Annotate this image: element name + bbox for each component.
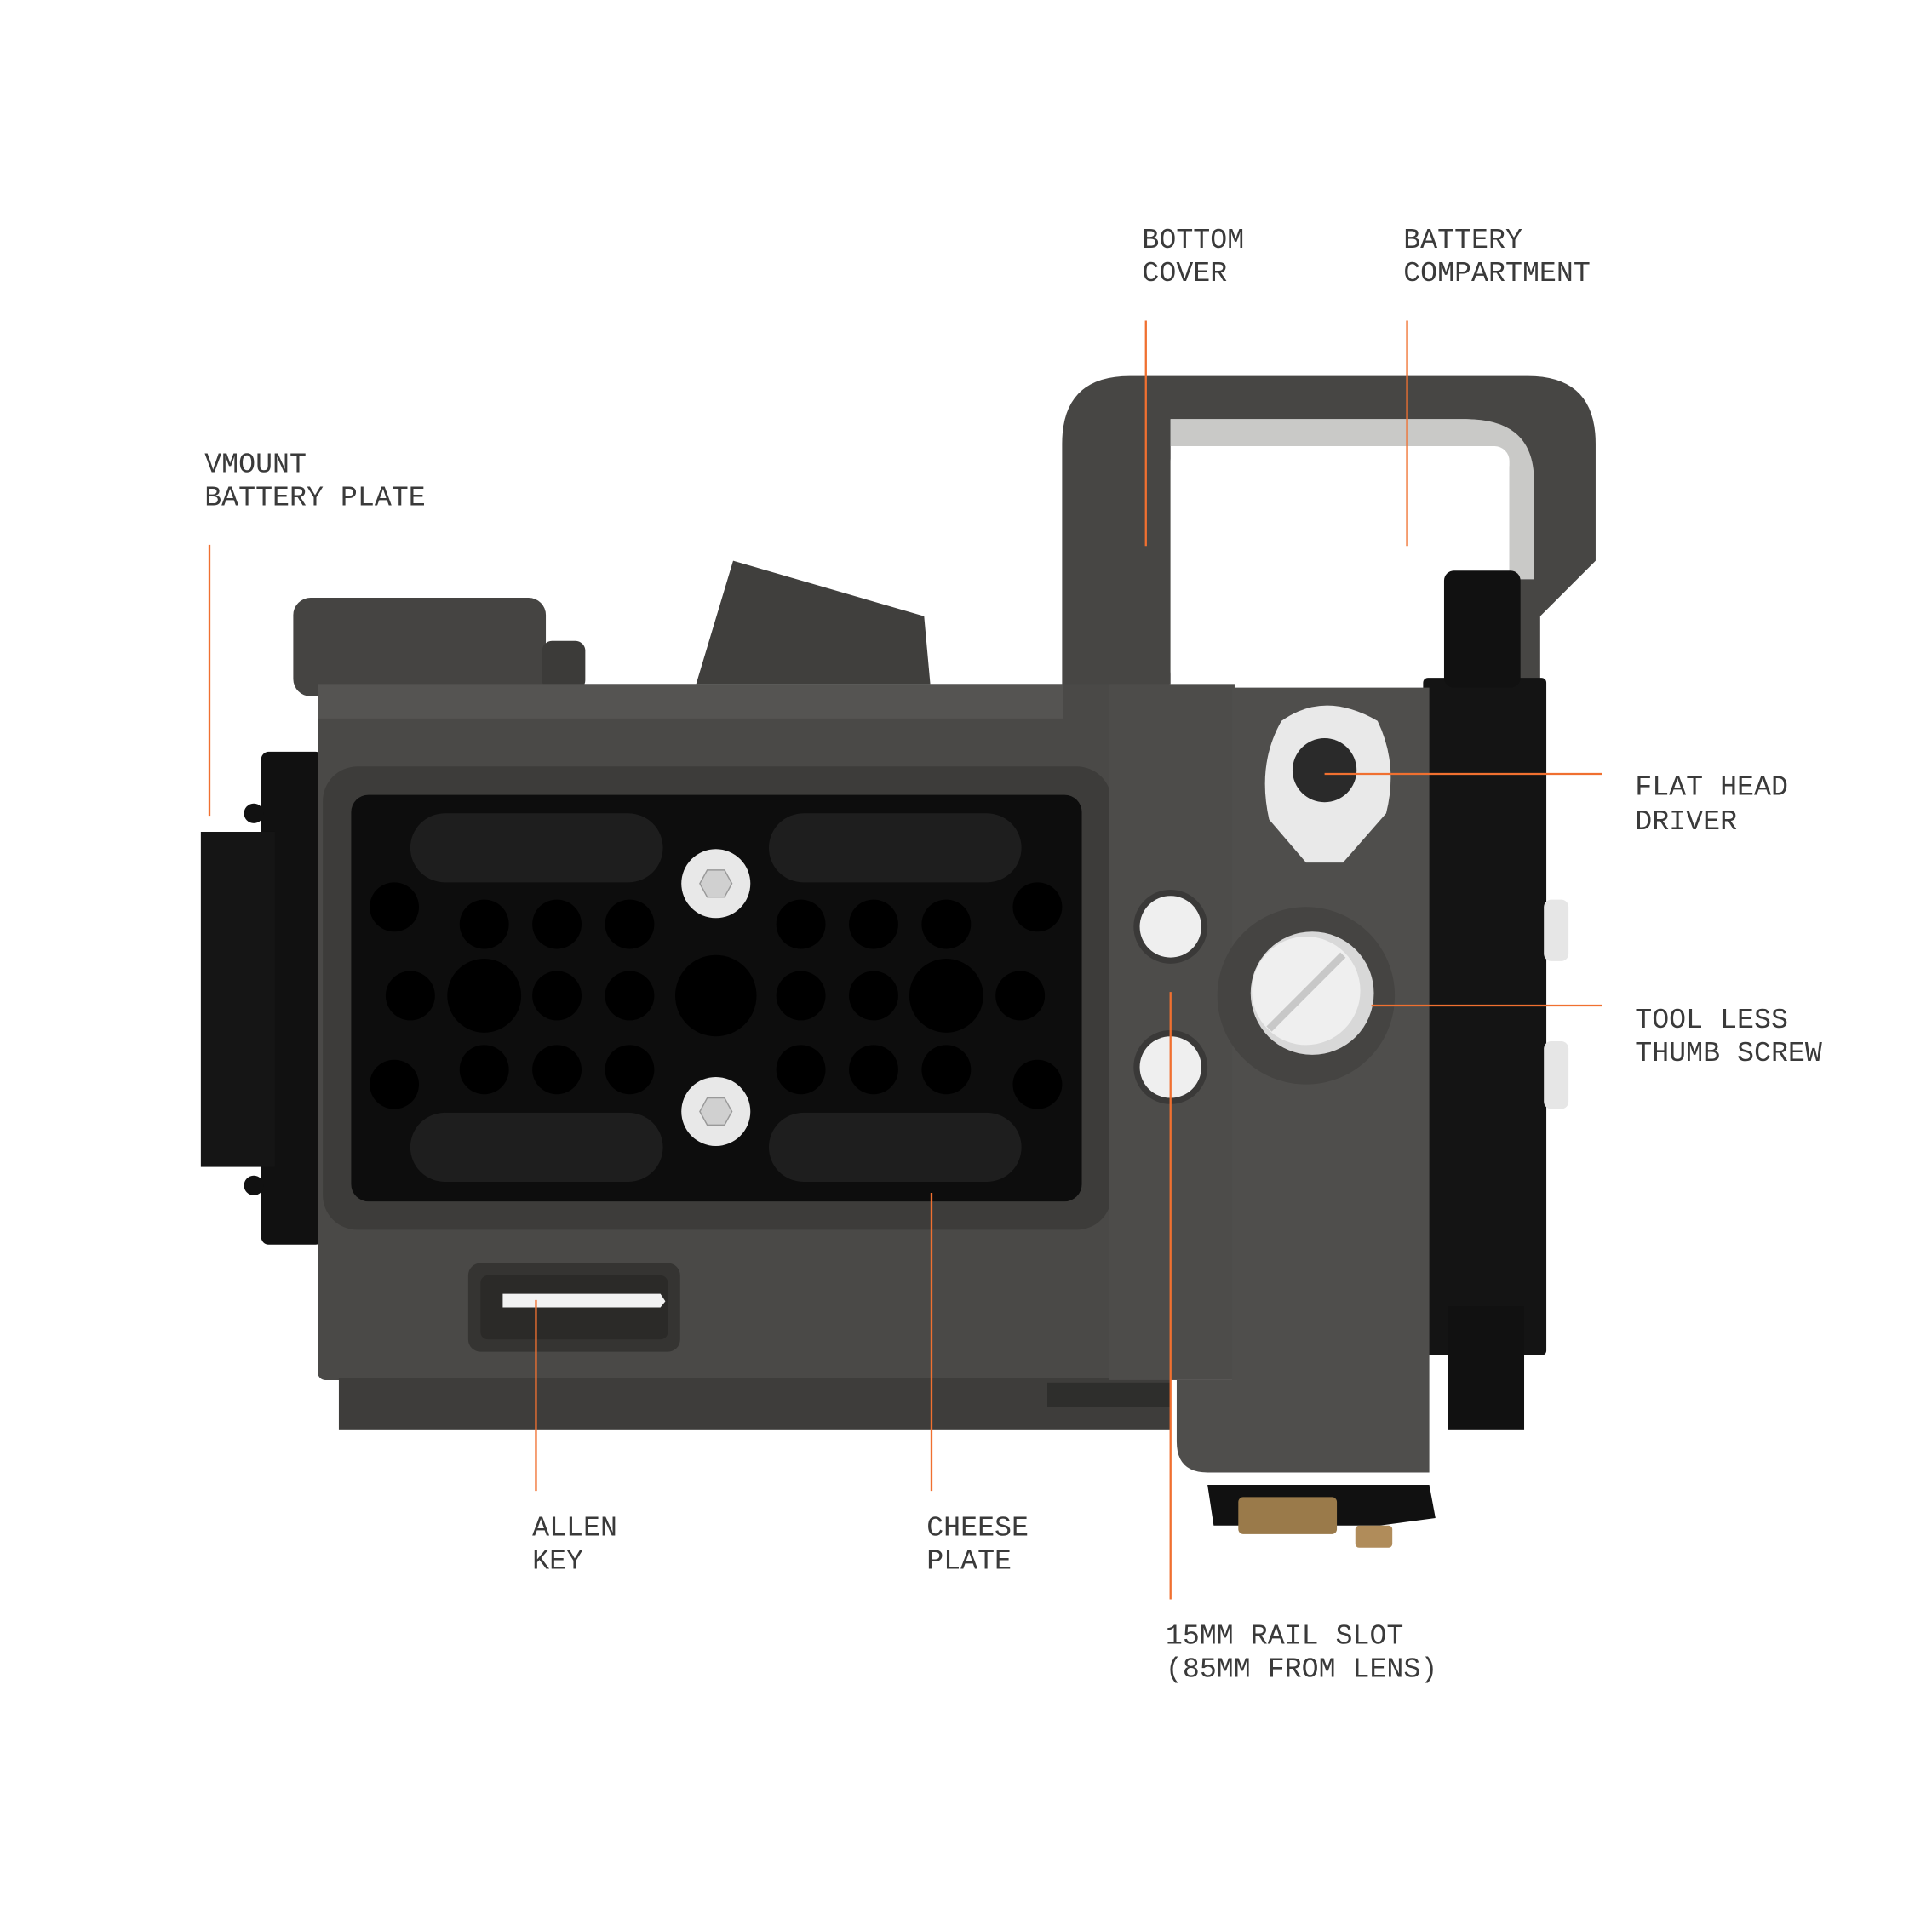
top-bump bbox=[293, 598, 547, 696]
label-line: COMPARTMENT bbox=[1403, 257, 1591, 289]
label-line: TOOL LESS bbox=[1635, 1004, 1788, 1036]
label-line: ALLEN bbox=[532, 1511, 617, 1544]
vmount-battery-plate bbox=[200, 751, 324, 1245]
label-tool-less-thumb-screw: TOOL LESS THUMB SCREW bbox=[1635, 1004, 1822, 1069]
body-lower-edge bbox=[338, 1378, 1171, 1430]
label-line: VMOUNT bbox=[204, 448, 307, 480]
screw-icon bbox=[1139, 896, 1201, 958]
label-line: DRIVER bbox=[1635, 805, 1737, 838]
label-flat-head-driver: FLAT HEAD DRIVER bbox=[1635, 771, 1788, 839]
label-line: 15MM RAIL SLOT bbox=[1166, 1620, 1403, 1653]
label-line: FLAT HEAD bbox=[1635, 771, 1788, 804]
label-line: COVER bbox=[1142, 257, 1227, 289]
flat-head-driver bbox=[1264, 705, 1391, 863]
cheese-plate bbox=[323, 766, 1112, 1230]
label-rail-slot: 15MM RAIL SLOT (85MM FROM LENS) bbox=[1166, 1620, 1437, 1686]
label-line: THUMB SCREW bbox=[1635, 1037, 1822, 1069]
label-line: CHEESE bbox=[926, 1511, 1029, 1544]
label-line: BOTTOM bbox=[1142, 224, 1244, 256]
side-block bbox=[1423, 678, 1547, 1355]
label-line: PLATE bbox=[926, 1544, 1012, 1577]
label-line: BATTERY bbox=[1403, 224, 1522, 256]
label-cheese-plate: CHEESE PLATE bbox=[926, 1511, 1029, 1577]
label-bottom-cover: BOTTOM COVER bbox=[1142, 224, 1244, 289]
battery-compartment-frame bbox=[1062, 375, 1596, 690]
label-line: (85MM FROM LENS) bbox=[1166, 1653, 1437, 1686]
leader-lines bbox=[208, 320, 1602, 1600]
label-line: BATTERY PLATE bbox=[204, 482, 426, 514]
allen-key bbox=[467, 1263, 680, 1352]
label-battery-compartment: BATTERY COMPARTMENT bbox=[1403, 224, 1591, 289]
angled-block bbox=[696, 560, 931, 685]
label-vmount-battery-plate: VMOUNT BATTERY PLATE bbox=[204, 448, 426, 513]
thumb-screw bbox=[1250, 931, 1374, 1055]
top-bump bbox=[542, 640, 586, 690]
label-allen-key: ALLEN KEY bbox=[532, 1511, 617, 1577]
label-line: KEY bbox=[532, 1544, 583, 1577]
